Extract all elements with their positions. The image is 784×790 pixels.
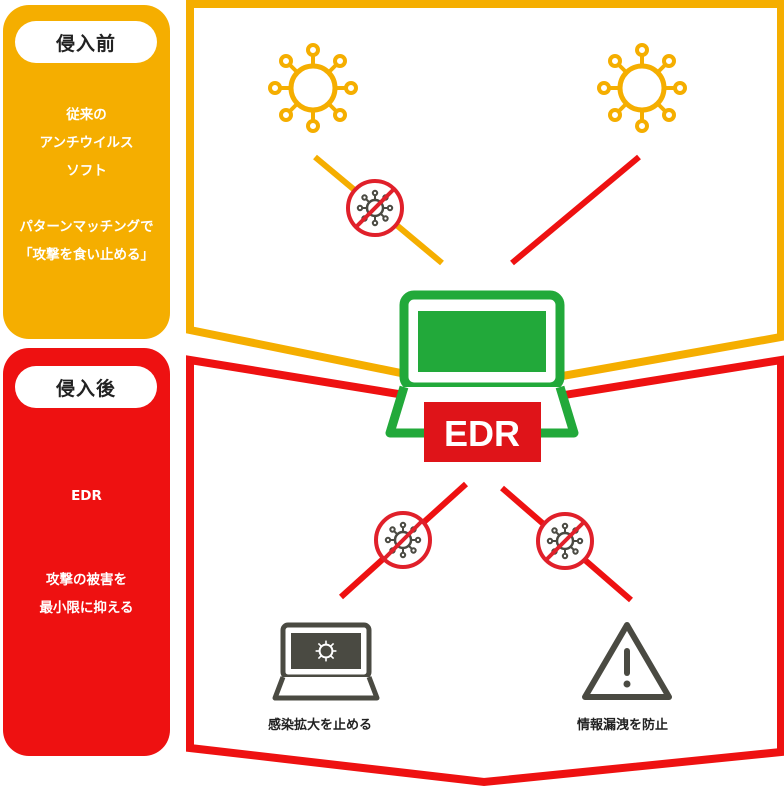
before-line: ソフト xyxy=(66,163,107,179)
before-label: 侵入前 xyxy=(15,21,157,63)
after-description: EDR 攻撃の被害を 最小限に抑える xyxy=(3,482,170,622)
edr-label: EDR xyxy=(444,413,520,454)
blocked-virus-icon xyxy=(348,181,402,235)
before-line: 「攻撃を食い止める」 xyxy=(19,247,154,263)
after-label: 侵入後 xyxy=(15,366,157,408)
infection-caption: 感染拡大を止める xyxy=(268,718,373,733)
blocked-virus-icon xyxy=(376,513,430,567)
after-panel: 侵入後 EDR 攻撃の被害を 最小限に抑える xyxy=(3,348,170,756)
blocked-virus-icon xyxy=(538,514,592,568)
edr-laptop-icon xyxy=(385,290,579,462)
warning-icon xyxy=(582,622,672,700)
before-line: 従来の xyxy=(66,107,107,123)
before-frame xyxy=(186,0,784,395)
after-line: EDR xyxy=(71,488,102,504)
leak-caption: 情報漏洩を防止 xyxy=(577,718,669,733)
infected-laptop-icon xyxy=(272,622,380,701)
after-line: 攻撃の被害を xyxy=(46,572,127,588)
before-line: パターンマッチングで xyxy=(19,219,154,235)
attack-line xyxy=(510,154,641,266)
before-line: アンチウイルス xyxy=(39,135,134,151)
before-description: 従来の アンチウイルス ソフト パターンマッチングで 「攻撃を食い止める」 xyxy=(3,101,170,269)
after-line: 最小限に抑える xyxy=(39,600,134,616)
before-panel: 侵入前 従来の アンチウイルス ソフト パターンマッチングで 「攻撃を食い止める… xyxy=(3,5,170,339)
